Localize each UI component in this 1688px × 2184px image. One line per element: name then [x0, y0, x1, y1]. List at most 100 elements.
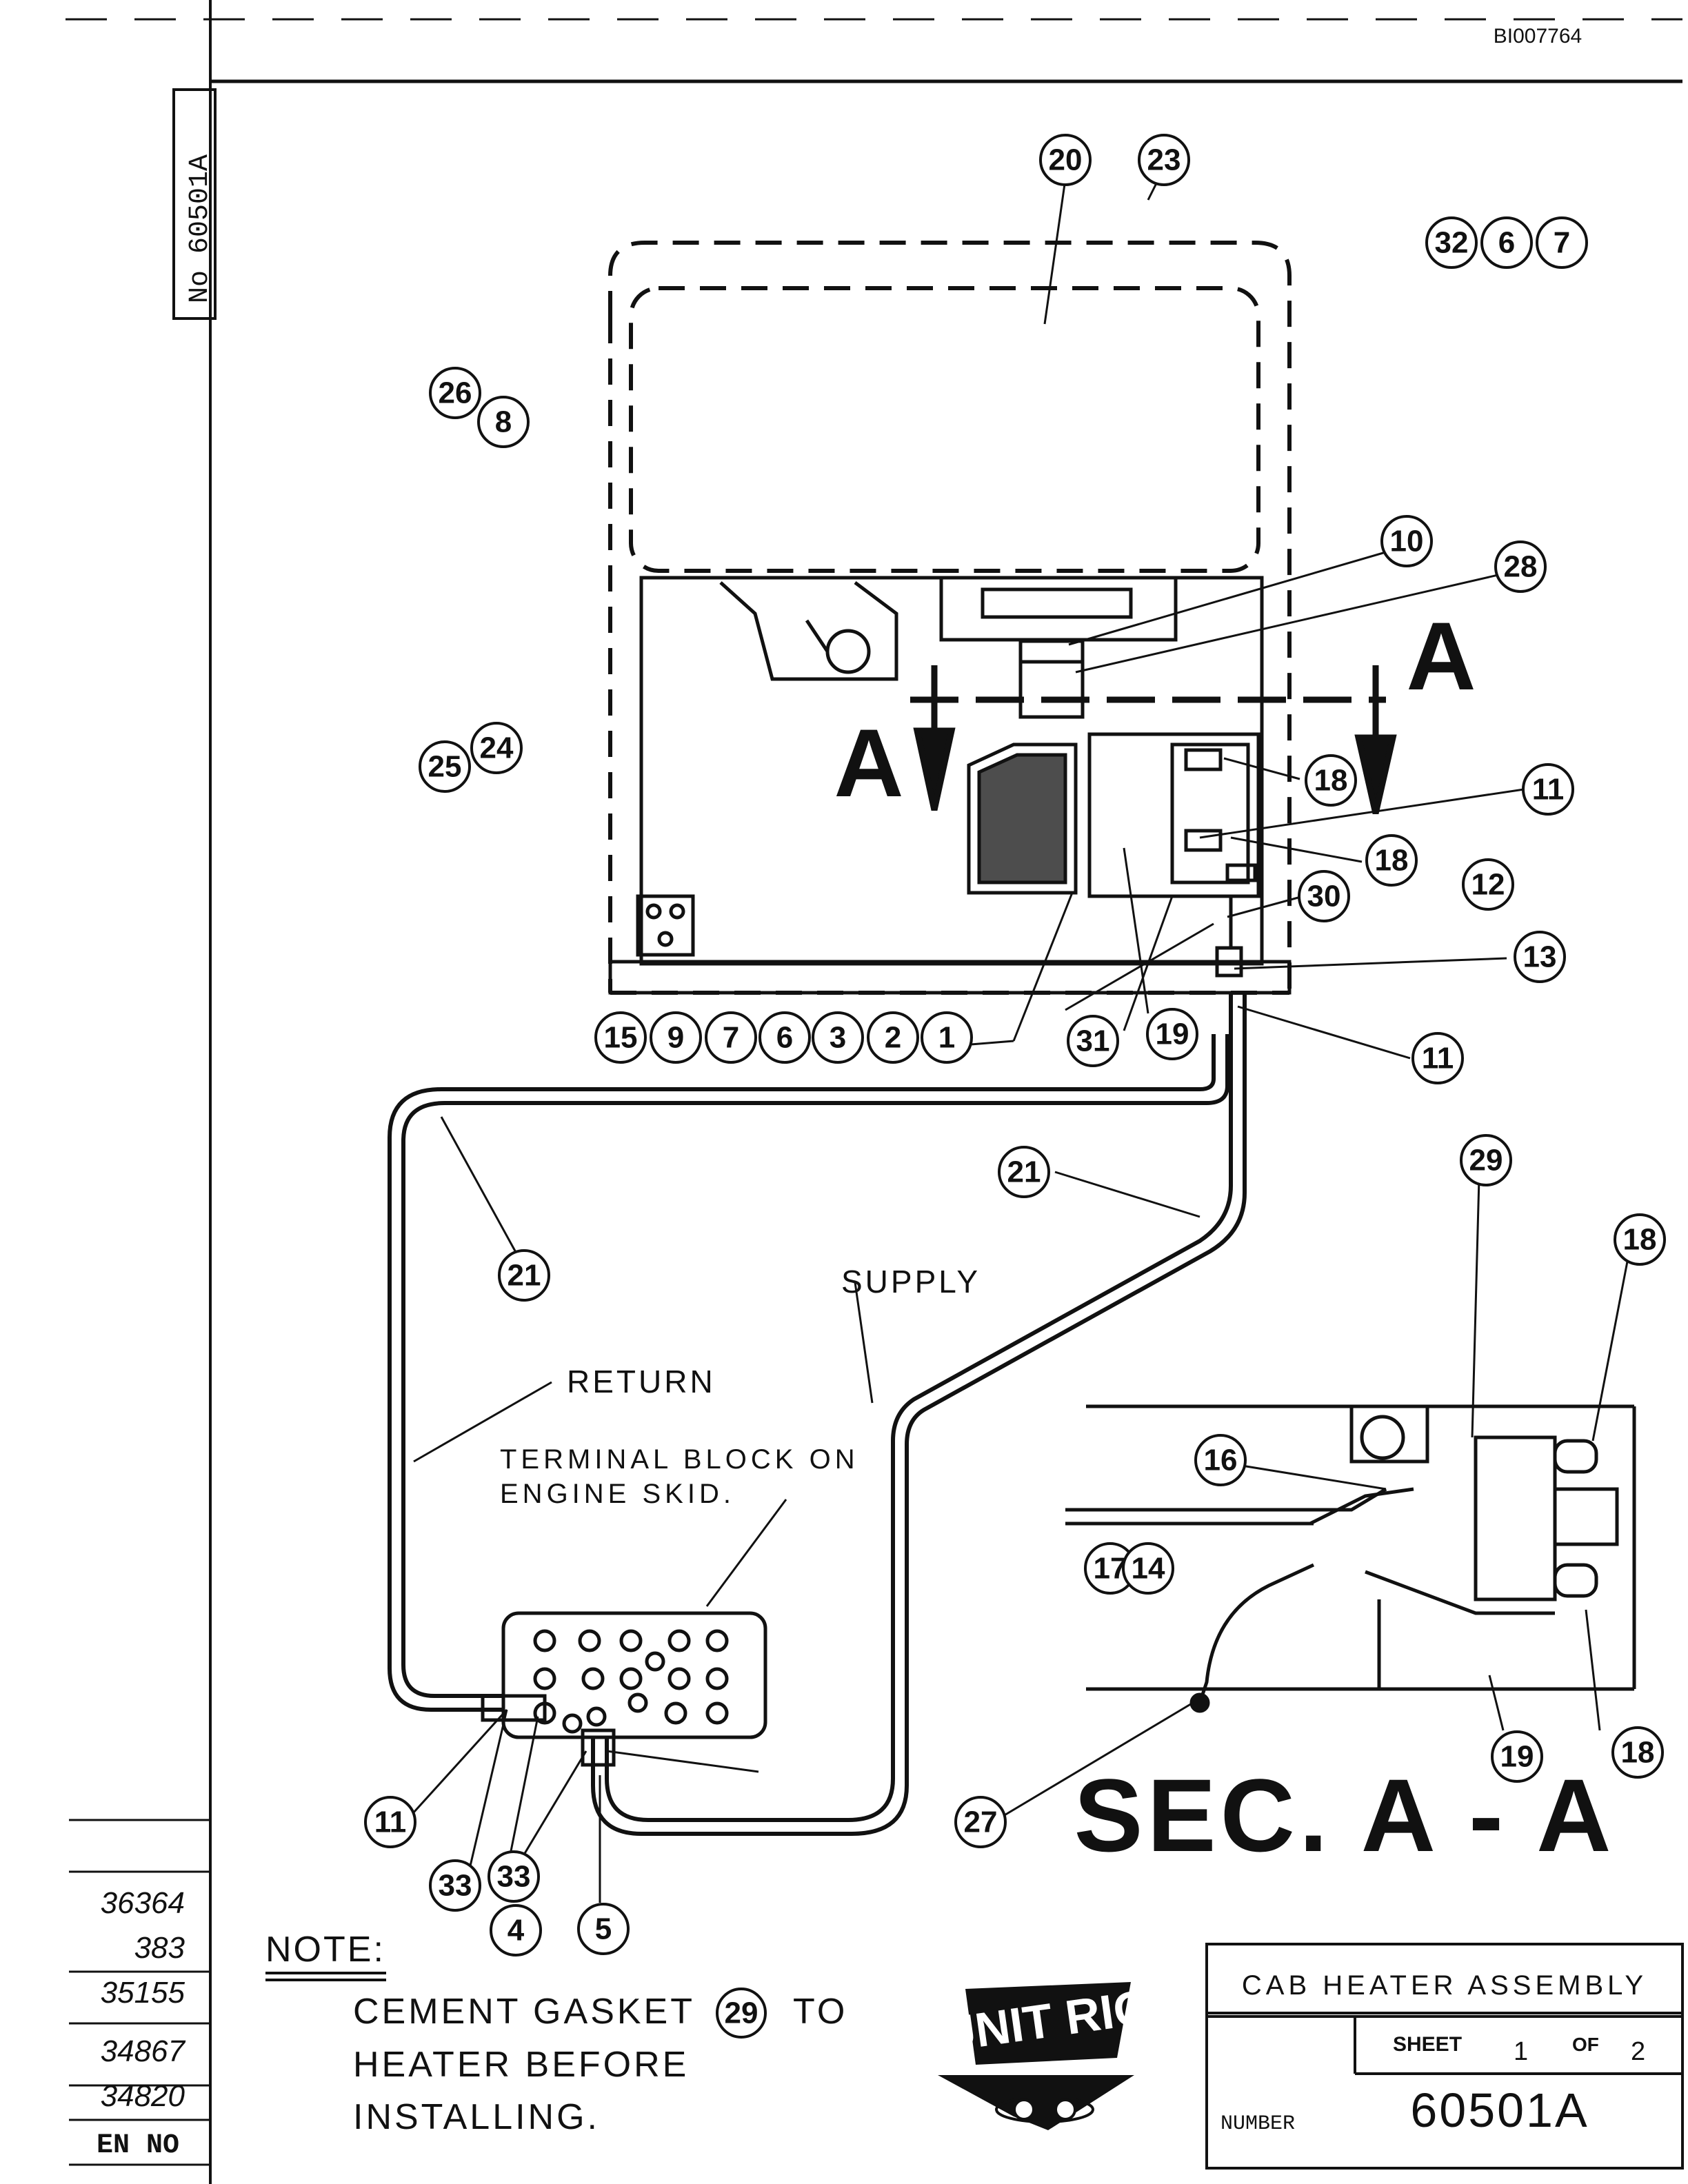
heater-core: [967, 732, 1260, 978]
section-a-a-detail: [1065, 1404, 1636, 1713]
revision-entry: 383: [134, 1931, 185, 1965]
callout-balloon: [577, 1903, 630, 1955]
callout-balloon: [1298, 870, 1350, 922]
revision-entry: 35155: [101, 1976, 185, 2010]
callout-balloon: [1305, 754, 1357, 807]
number-label: NUMBER: [1220, 2112, 1295, 2136]
callout-number: 16: [1204, 1444, 1238, 1477]
supply-label: SUPPLY: [841, 1264, 981, 1300]
drawing-frame: [66, 0, 1682, 2184]
callout-number: 18: [1621, 1736, 1655, 1770]
callout-number: 19: [1156, 1018, 1189, 1051]
sheet-number: 1: [1514, 2037, 1528, 2066]
callout-balloon: [477, 396, 530, 448]
callout-balloon: [1425, 216, 1478, 269]
callout-number: 12: [1471, 868, 1505, 902]
callout-number: 6: [1498, 226, 1515, 260]
callout-balloon: [1146, 1008, 1198, 1060]
callout-number: 29: [1469, 1144, 1503, 1177]
callout-number: 5: [595, 1912, 612, 1946]
callout-number: 11: [1532, 773, 1565, 807]
callout-balloon: [1480, 216, 1533, 269]
revision-header: EN NO: [97, 2130, 179, 2161]
return-label: RETURN: [567, 1364, 716, 1399]
callout-number: 11: [374, 1806, 407, 1839]
callout-number: 18: [1314, 764, 1348, 798]
callout-balloon: [650, 1011, 702, 1064]
callout-number: 13: [1523, 940, 1557, 974]
callout-balloon: [1460, 1134, 1512, 1186]
callout-balloon: [1138, 134, 1190, 186]
callout-number: 9: [667, 1021, 684, 1055]
callout-balloon: [1462, 858, 1514, 911]
callout-number: 6: [776, 1021, 793, 1055]
drawing-number-tab: No 60501A: [172, 88, 217, 320]
callout-balloon: [998, 1146, 1050, 1198]
callout-balloon: [429, 1859, 481, 1912]
sheet-total: 2: [1631, 2037, 1645, 2066]
callout-number: 3: [830, 1021, 846, 1055]
callout-balloon: [921, 1011, 973, 1064]
callout-balloon: [470, 722, 523, 774]
callout-number: 31: [1076, 1024, 1110, 1058]
title-block: [1205, 1943, 1684, 2170]
revision-entry: 34867: [101, 2034, 186, 2068]
callout-balloon: [1514, 931, 1566, 983]
callout-balloon: [488, 1850, 540, 1903]
defroster-fan: [719, 581, 898, 681]
callout-number: 20: [1049, 143, 1083, 177]
note-line1-ref: 29: [725, 1996, 758, 2030]
leader-lines: [405, 179, 1629, 1903]
callout-number: 7: [723, 1021, 739, 1055]
callout-number: 30: [1307, 880, 1341, 913]
note-block: NOTE: CEMENT GASKET 29 TO HEATER BEFORE …: [265, 1930, 847, 2137]
callout-balloon: [1611, 1726, 1664, 1779]
section-cut-line: [910, 665, 1397, 814]
revision-entry: 34820: [101, 2079, 185, 2113]
callout-balloon: [758, 1011, 811, 1064]
callout-number: 7: [1554, 226, 1570, 260]
callout-number: 10: [1390, 525, 1424, 558]
callout-balloon: [1614, 1213, 1666, 1266]
callout-number: 15: [604, 1021, 638, 1055]
terminal-block-label-1: TERMINAL BLOCK ON: [500, 1444, 859, 1475]
note-line3: INSTALLING.: [353, 2097, 600, 2137]
callout-balloon: [705, 1011, 757, 1064]
callout-number: 17: [1094, 1552, 1127, 1586]
section-marker-right: A: [1406, 602, 1476, 710]
callout-balloon: [429, 367, 481, 419]
callout-number: 32: [1435, 226, 1469, 260]
callout-number: 11: [1422, 1042, 1454, 1075]
section-marker-left: A: [834, 709, 903, 817]
callout-number: 19: [1500, 1740, 1534, 1774]
document-id: BI007764: [1494, 25, 1582, 48]
hose-supply: [591, 993, 1247, 1836]
callout-number: 24: [480, 731, 514, 765]
callout-number: 26: [439, 376, 472, 410]
callout-number: 27: [964, 1806, 998, 1839]
terminal-block: [481, 1611, 767, 1767]
callout-balloon: [1536, 216, 1588, 269]
callout-balloon: [1494, 540, 1547, 593]
note-line1-after: TO: [793, 1992, 847, 2032]
callout-number: 18: [1623, 1223, 1657, 1257]
callout-number: 14: [1132, 1552, 1165, 1586]
callout-number: 8: [495, 405, 512, 439]
callout-balloon: [419, 740, 471, 793]
callout-number: 18: [1375, 844, 1409, 878]
callout-number: 21: [1007, 1155, 1041, 1189]
hose-return: [388, 1034, 1229, 1712]
callout-number: 33: [497, 1860, 531, 1894]
callout-number: 1: [938, 1021, 955, 1055]
callout-balloon: [490, 1904, 542, 1957]
callout-number: 33: [439, 1869, 472, 1903]
callout-balloon: [1122, 1542, 1174, 1595]
callout-balloon: [1365, 834, 1418, 887]
callout-number: 21: [508, 1259, 541, 1293]
note-line1-before: CEMENT GASKET: [353, 1992, 695, 2032]
note-heading: NOTE:: [265, 1930, 385, 1970]
callout-balloon: [812, 1011, 864, 1064]
revision-entry: 36364: [101, 1886, 185, 1920]
